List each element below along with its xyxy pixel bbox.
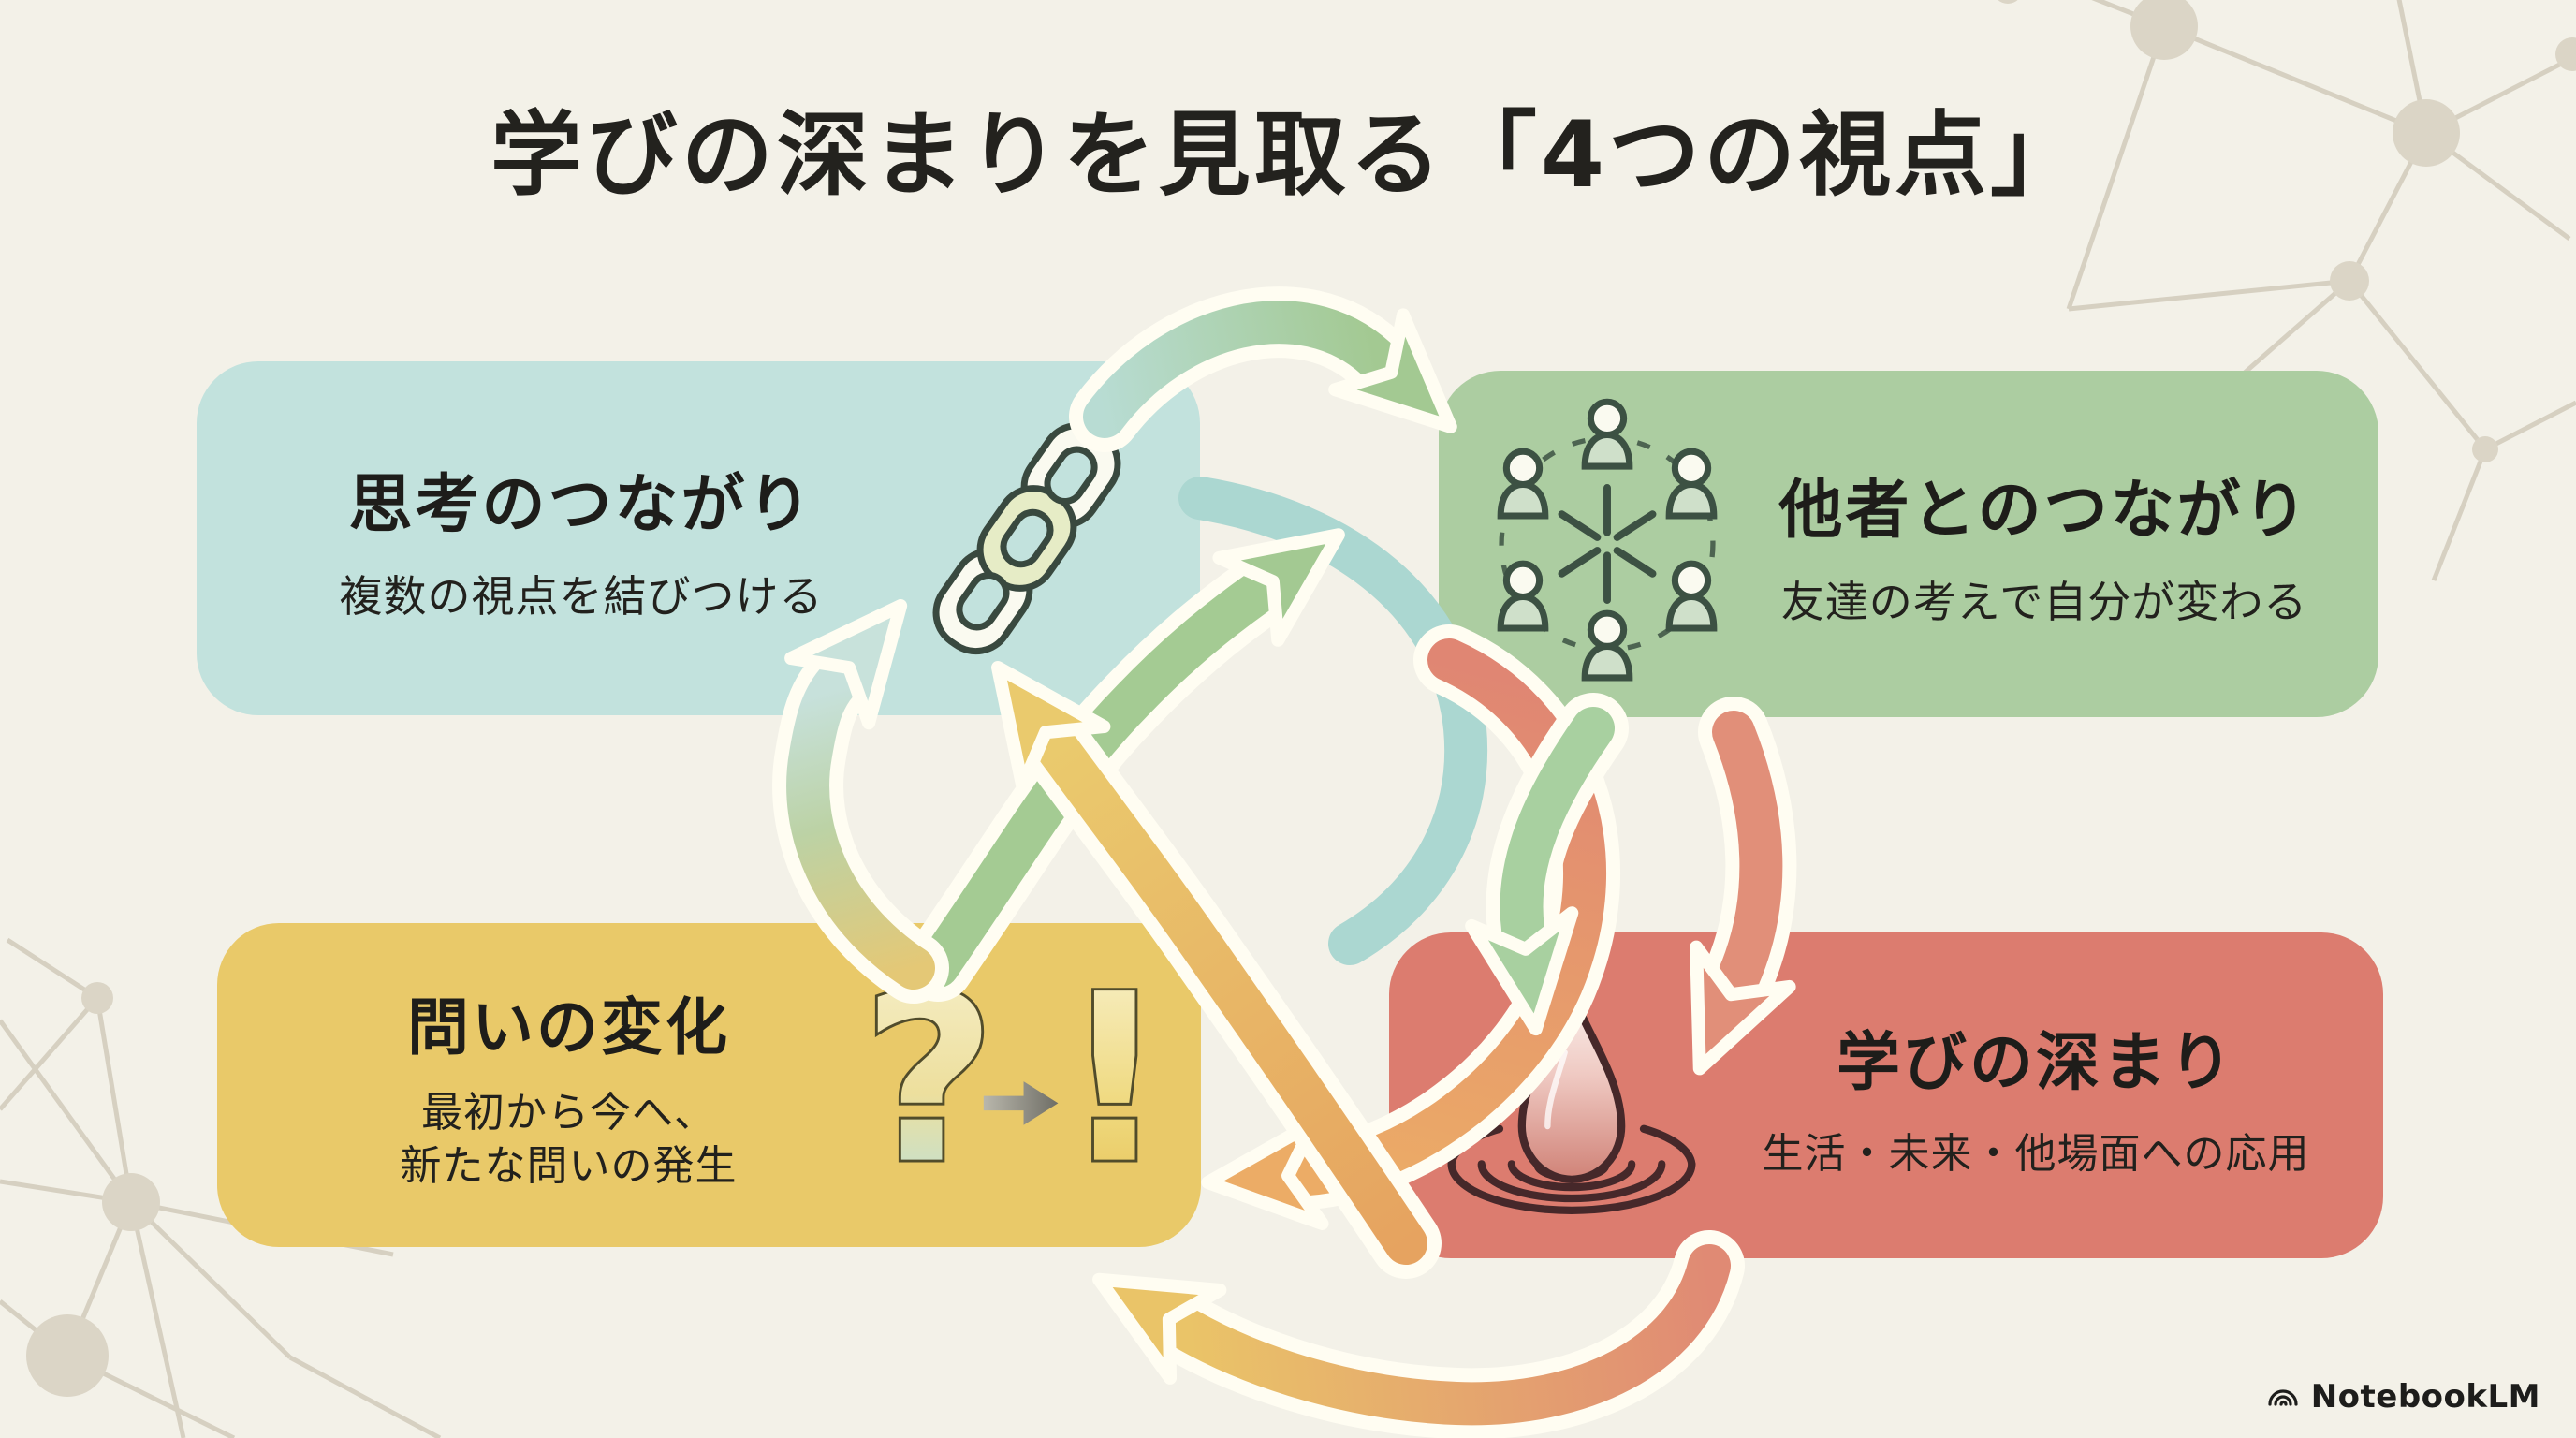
question-glyph: ? — [862, 954, 997, 1215]
arrow-deepening-to-question-lower — [1092, 1230, 1745, 1438]
exclamation-glyph: ! — [1061, 954, 1164, 1215]
card-others-title: 他者とのつながり — [1778, 473, 2310, 548]
people-network-icon — [1497, 398, 1718, 682]
card-question-change: 問いの変化 最初から今へ、 新たな問いの発生 ? — [217, 923, 1201, 1247]
card-thinking-connection: 思考のつながり 複数の視点を結びつける — [197, 361, 1200, 715]
card-question-title: 問いの変化 — [407, 990, 730, 1064]
water-drop — [1517, 978, 1626, 1183]
page-title: 学びの深まりを見取る「4つの視点」 — [490, 102, 2086, 209]
card-learning-deepening: 学びの深まり 生活・未来・他場面への応用 — [1389, 932, 2383, 1258]
card-question-subtitle-line1: 最初から今へ、 — [421, 1088, 716, 1137]
card-deepening-title: 学びの深まり — [1836, 1025, 2235, 1100]
branding: NotebookLM — [2264, 1378, 2540, 1416]
question-to-exclamation-icon: ? ! — [859, 954, 1164, 1216]
card-question-subtitle-line2: 新たな問いの発生 — [400, 1142, 738, 1190]
card-others-subtitle: 友達の考えで自分が変わる — [1780, 576, 2308, 627]
card-thinking-subtitle: 複数の視点を結びつける — [339, 570, 824, 622]
card-thinking-text: 思考のつながり 複数の視点を結びつける — [253, 452, 910, 625]
hub-asterisk — [1558, 484, 1657, 604]
branding-text: NotebookLM — [2310, 1378, 2540, 1416]
water-drop-ripple-icon — [1447, 978, 1696, 1214]
center-teal-ring — [1178, 477, 1487, 965]
card-question-subtitle: 最初から今へ、 新たな問いの発生 — [283, 1086, 855, 1193]
card-deepening-text: 学びの深まり 生活・未来・他場面への応用 — [1726, 1010, 2346, 1181]
card-others-connection: 他者とのつながり 友達の考えで自分が変わる — [1439, 371, 2378, 717]
notebooklm-logo-icon — [2268, 1389, 2298, 1406]
card-thinking-title: 思考のつながり — [348, 467, 814, 542]
chain-icon — [932, 421, 1121, 655]
card-question-text: 問いの変化 最初から今へ、 新たな問いの発生 — [283, 977, 855, 1193]
card-deepening-subtitle: 生活・未来・他場面への応用 — [1762, 1129, 2310, 1178]
arrow-others-to-deepening-green — [1465, 693, 1629, 1036]
card-others-text: 他者とのつながり 友達の考えで自分が変わる — [1748, 458, 2341, 631]
network-nodes-bottom-left — [26, 982, 160, 1397]
